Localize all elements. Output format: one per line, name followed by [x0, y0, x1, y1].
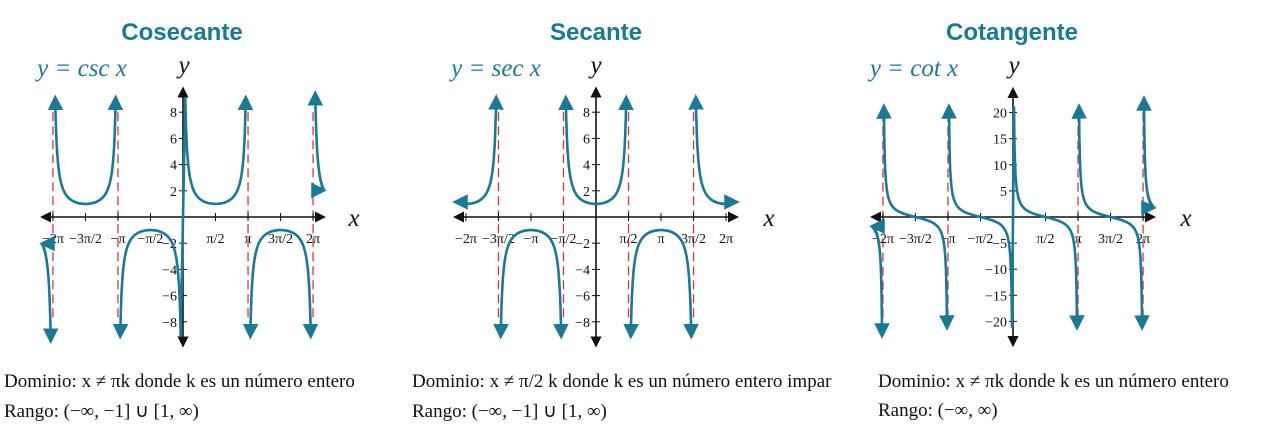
curve-branch [47, 94, 124, 206]
domain-text: Dominio: x ≠ πk donde k es un número ent… [878, 371, 1229, 392]
x-tick-label: π/2 [620, 232, 638, 247]
chart-secante: Secante y = sec x y x −2π −3π/2 −π −π/2 π/2 π… [448, 19, 775, 348]
chart-title: Cotangente [946, 19, 1078, 46]
x-tick-label: −3π/2 [482, 232, 515, 247]
y-tick-label: 5 [1000, 185, 1007, 200]
y-tick-label: −6 [575, 290, 590, 305]
x-tick-label: −3π/2 [899, 232, 932, 247]
chart-cosecante: Cosecante y = csc x y x −2π −3π/2 −π −π/2 π/… [34, 19, 360, 348]
y-tick-label: −6 [162, 290, 177, 305]
x-axis-label: x [762, 205, 774, 232]
x-axis-label: x [347, 205, 359, 232]
y-tick-label: −4 [162, 263, 177, 278]
domain-text: Dominio: x ≠ π/2 k donde k es un número … [412, 371, 832, 392]
y-tick-label: −5 [992, 237, 1007, 252]
range-text: Rango: (−∞, −1] ∪ [1, ∞) [4, 401, 199, 422]
x-tick-label: π/2 [207, 232, 225, 247]
y-tick-label: 4 [170, 159, 177, 174]
x-tick-label: −2π [42, 232, 64, 247]
y-tick-label: −8 [575, 316, 590, 331]
y-tick-label: 8 [583, 106, 590, 121]
x-tick-label: 2π [719, 232, 733, 247]
y-tick-label: 4 [583, 159, 590, 174]
y-tick-label: −10 [985, 263, 1007, 278]
x-tick-label: 2π [306, 232, 320, 247]
curve-branch [941, 103, 1085, 331]
x-tick-label: −2π [455, 232, 477, 247]
y-tick-label: −20 [985, 315, 1007, 330]
x-tick-label: −3π/2 [69, 232, 102, 247]
y-axis-label: y [1005, 52, 1020, 79]
x-tick-label: −π/2 [968, 232, 994, 247]
range-text: Rango: (−∞, −1] ∪ [1, ∞) [412, 401, 607, 422]
y-axis-label: y [175, 52, 190, 79]
x-tick-label: 3π/2 [1098, 232, 1123, 247]
y-tick-label: −8 [162, 316, 177, 331]
range-text: Rango: (−∞, ∞) [878, 400, 998, 421]
curve-branch [452, 94, 504, 210]
x-tick-label: 3π/2 [681, 232, 706, 247]
y-tick-label: 2 [583, 185, 590, 200]
y-tick-label: −4 [575, 263, 590, 278]
x-tick-label: −π/2 [138, 232, 164, 247]
domain-text: Dominio: x ≠ πk donde k es un número ent… [4, 371, 355, 392]
y-tick-label: 2 [170, 185, 177, 200]
curve-branch [623, 228, 699, 340]
x-tick-label: 3π/2 [268, 232, 293, 247]
y-tick-label: 6 [170, 132, 177, 147]
y-tick-label: 8 [170, 106, 177, 121]
plot-area-secante: −2π −3π/2 −π −π/2 π/2 π 3π/2 2π 8 6 4 2 −2 −4 −6 −8 [452, 86, 740, 348]
y-tick-label: 10 [993, 159, 1007, 174]
curve-branch [688, 94, 740, 210]
y-tick-label: 20 [993, 107, 1007, 122]
x-tick-label: −π [110, 232, 125, 247]
y-axis-label: y [587, 52, 602, 79]
y-tick-label: 15 [993, 133, 1007, 148]
y-tick-label: 6 [583, 132, 590, 147]
equation-label: y = csc x [34, 55, 127, 82]
x-tick-label: π [244, 232, 251, 247]
curve-branch [493, 228, 569, 340]
equation-label: y = cot x [867, 55, 958, 82]
curve-branch [1136, 95, 1162, 211]
x-tick-label: −π [523, 232, 538, 247]
curve-branch [1071, 103, 1150, 331]
chart-title: Cosecante [121, 19, 242, 46]
curve-branch [558, 94, 634, 206]
x-axis-label: x [1179, 205, 1191, 232]
curve-branch [876, 103, 955, 331]
y-tick-label: −2 [575, 237, 590, 252]
x-tick-label: π [1074, 232, 1081, 247]
curve-branch [242, 228, 319, 340]
x-tick-label: π [657, 232, 664, 247]
curve-branch [112, 94, 254, 340]
curve-branch [34, 240, 59, 345]
curve-branch [307, 89, 332, 194]
x-tick-label: −π/2 [551, 232, 577, 247]
x-tick-label: π/2 [1037, 232, 1055, 247]
equation-label: y = sec x [448, 55, 541, 82]
y-tick-label: −15 [985, 289, 1007, 304]
chart-title: Secante [550, 19, 642, 46]
